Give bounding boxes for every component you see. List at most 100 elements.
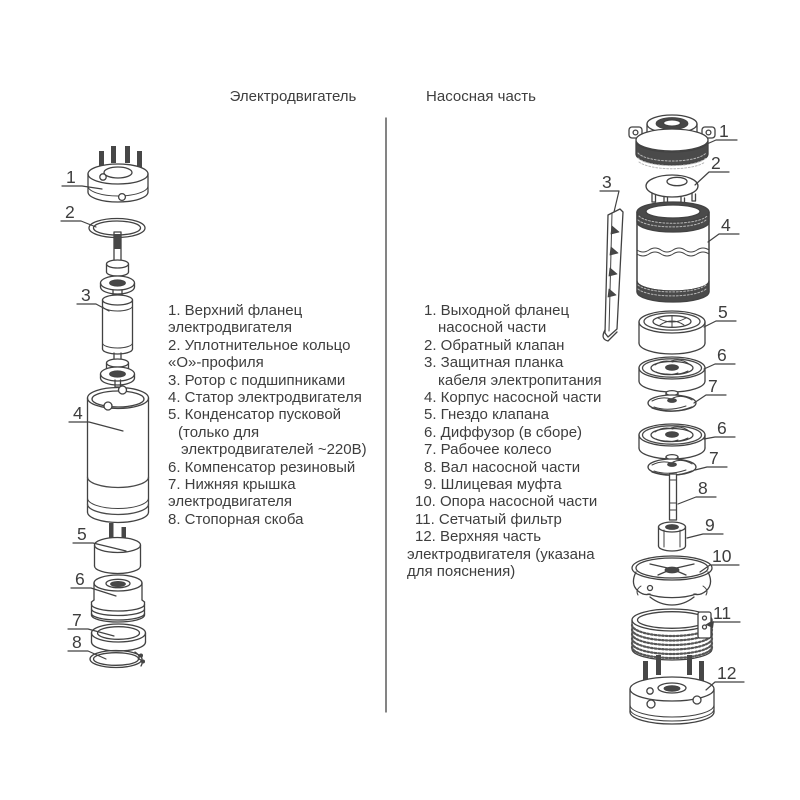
parts-list-line: 7. Рабочее колесо <box>424 441 552 459</box>
callout-leader-line <box>699 139 738 148</box>
parts-list-line: 1. Выходной фланец <box>424 302 570 319</box>
callout-number: 5 <box>77 524 87 544</box>
callout-number: 2 <box>711 153 721 173</box>
callout-number: 6 <box>717 418 727 438</box>
parts-list-line: 8. Вал насосной части <box>424 458 581 476</box>
parts-list-line: 8. Стопорная скоба <box>168 510 304 528</box>
parts-list-line: (только для <box>178 423 260 441</box>
parts-list-line: электродвигателя (указана <box>407 545 595 563</box>
parts-list-line: «О»-профиля <box>168 354 264 372</box>
callout-leader-line <box>693 394 727 404</box>
callout-number: 1 <box>719 121 729 141</box>
pump-diffuser-2 <box>638 423 706 460</box>
callout-leader-line <box>703 436 736 440</box>
parts-list-line: 5. Гнездо клапана <box>424 406 549 424</box>
callout-number: 2 <box>65 202 75 222</box>
callout-number: 6 <box>75 569 85 589</box>
parts-list-line: для пояснения) <box>407 563 516 581</box>
pump-mesh-filter <box>630 608 714 661</box>
callout-number: 6 <box>717 345 727 365</box>
callout-number: 5 <box>718 302 728 322</box>
callout-leader-line <box>70 587 117 597</box>
pump-impeller-2 <box>647 453 697 476</box>
motor-stator <box>86 385 150 524</box>
parts-list-line: 1. Верхний фланец <box>168 302 303 319</box>
callout-leader-line <box>707 233 740 243</box>
pump-body <box>636 201 710 303</box>
parts-list-line: 3. Защитная планка <box>424 354 564 372</box>
motor-retaining-clip <box>89 649 145 669</box>
callout-number: 7 <box>709 448 719 468</box>
callout-leader-line <box>686 533 724 539</box>
pump-motor-top-reference <box>629 655 715 725</box>
motor-bottom-cap <box>90 623 147 652</box>
motor-compensator <box>90 574 146 623</box>
callout-leader-line <box>61 185 103 190</box>
callout-leader-line <box>705 621 741 626</box>
callout-leader-line <box>699 564 740 573</box>
callout-leader-line <box>68 421 124 432</box>
callout-leader-line <box>599 190 620 213</box>
callout-leader-line <box>694 466 728 471</box>
callout-number: 11 <box>713 603 731 623</box>
callout-leader-line <box>60 220 97 228</box>
parts-list-line: кабеля электропитания <box>438 371 602 389</box>
motor-section-title: Электродвигатель <box>229 88 357 105</box>
parts-list-line: 2. Уплотнительное кольцо <box>168 336 351 354</box>
motor-rotor <box>99 231 136 388</box>
parts-list-line: электродвигателя <box>168 319 293 337</box>
parts-list-line: 11. Сетчатый фильтр <box>415 510 562 528</box>
callout-number: 8 <box>698 478 708 498</box>
callout-leader-line <box>76 303 110 312</box>
motor-top-flange <box>87 146 149 203</box>
parts-list-line: 4. Корпус насосной части <box>424 389 602 407</box>
callout-number: 12 <box>717 663 736 683</box>
parts-list-line: 12. Верхняя часть <box>415 528 542 546</box>
parts-list-line: 5. Конденсатор пусковой <box>168 406 342 424</box>
callout-leader-line <box>705 681 745 691</box>
callout-number: 3 <box>602 172 612 192</box>
pump-shaft <box>668 473 678 521</box>
callout-number: 7 <box>72 610 82 630</box>
callout-arrowhead <box>706 621 714 628</box>
callout-number: 9 <box>705 515 715 535</box>
callout-leader-line <box>67 628 115 637</box>
pump-section-title: Насосная часть <box>426 88 536 105</box>
pump-cable-guard <box>602 208 624 342</box>
callout-number: 3 <box>81 285 91 305</box>
pump-diffuser-1 <box>638 356 706 393</box>
parts-list-line: 3. Ротор с подшипниками <box>168 371 346 389</box>
parts-list-line: 6. Диффузор (в сборе) <box>424 423 583 441</box>
parts-list-line: насосной части <box>438 319 547 337</box>
parts-list-line: 2. Обратный клапан <box>424 336 565 354</box>
parts-list-line: 6. Компенсатор резиновый <box>168 458 356 476</box>
parts-list-line: электродвигателей ~220В) <box>181 441 367 459</box>
pump-valve-seat <box>638 310 706 355</box>
pump-outlet-flange <box>628 114 716 170</box>
callout-number: 7 <box>708 376 718 396</box>
parts-list-line: 7. Нижняя крышка <box>168 476 296 494</box>
pump-impeller-1 <box>647 389 697 412</box>
callout-leader-line <box>703 363 736 370</box>
callout-leader-line <box>677 496 717 505</box>
motor-capacitor <box>93 523 142 575</box>
callout-leader-line <box>703 320 737 328</box>
callout-number: 8 <box>72 632 82 652</box>
pump-support <box>631 555 713 606</box>
callout-leader-line <box>72 542 127 552</box>
callout-number: 10 <box>712 546 732 566</box>
parts-list-line: 9. Шлицевая муфта <box>424 476 562 494</box>
parts-list-line: 4. Статор электродвигателя <box>168 389 362 407</box>
parts-list-line: 10. Опора насосной части <box>415 493 598 511</box>
pump-spline-coupling <box>657 521 687 552</box>
callout-number: 4 <box>73 403 83 423</box>
callout-number: 4 <box>721 215 731 235</box>
parts-list-line: электродвигателя <box>168 493 293 511</box>
